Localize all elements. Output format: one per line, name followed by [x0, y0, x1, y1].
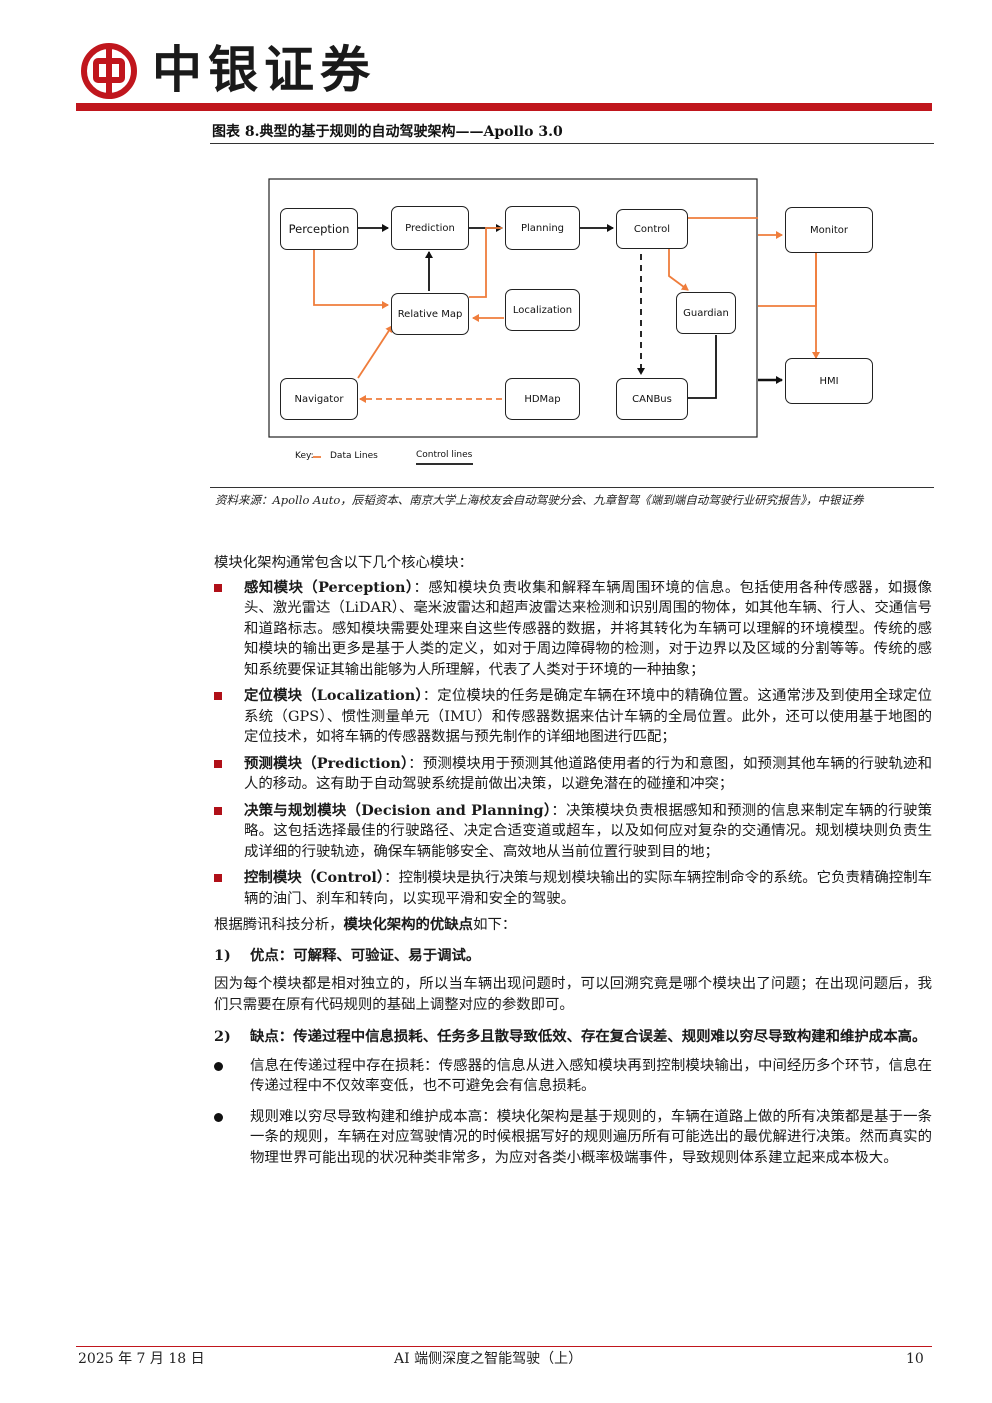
node-relative-map: Relative Map [391, 293, 469, 335]
node-planning: Planning [505, 206, 580, 250]
pros-heading-text: 优点：可解释、可验证、易于调试。 [250, 946, 481, 964]
square-bullet-icon [214, 692, 222, 700]
module-head: 决策与规划模块（Decision and Planning） [244, 801, 552, 819]
line-relativemap-planning [469, 227, 502, 298]
diagram-frame [268, 178, 758, 438]
key-control-lines: Control lines [416, 450, 473, 460]
module-text: ：感知模块负责收集和解释车辆周围环境的信息。包括使用各种传感器，如摄像头、激光雷… [244, 579, 932, 678]
node-guardian: Guardian [676, 292, 736, 334]
pros-heading: 1) 优点：可解释、可验证、易于调试。 [214, 946, 932, 967]
intro-paragraph: 模块化架构通常包含以下几个核心模块： [214, 555, 474, 571]
node-navigator: Navigator [280, 378, 358, 420]
module-text: ：控制模块是执行决策与规划模块输出的实际车辆控制命令的系统。它负责精确控制车辆的… [244, 870, 933, 907]
figure-source: 资料来源：Apollo Auto，辰韬资本、南京大学上海校友会自动驾驶分会、九章… [215, 493, 864, 507]
module-text: ：定位模块的任务是确定车辆在环境中的精确位置。这通常涉及到使用全球定位系统（GP… [244, 688, 932, 745]
line-navigator-relativemap [357, 325, 393, 379]
analysis-paragraph: 根据腾讯科技分析，模块化架构的优缺点如下： [214, 915, 932, 936]
module-head: 感知模块（Perception） [244, 578, 414, 596]
figure-top-rule [210, 143, 934, 144]
module-head: 控制模块（Control） [244, 869, 385, 886]
cons-heading-text: 缺点：传递过程中信息损耗、任务多且散导致低效、存在复合误差、规则难以穷尽导致构建… [250, 1028, 927, 1045]
figure-bottom-rule [210, 487, 934, 488]
analysis-pre: 根据腾讯科技分析， [214, 917, 344, 933]
outer-connectors [758, 231, 820, 384]
body-text: 模块化架构通常包含以下几个核心模块： 感知模块（Perception）：感知模块… [214, 553, 932, 1178]
pros-number: 1) [214, 946, 231, 964]
cons-item-text: 信息在传递过程中存在损耗：传感器的信息从进入感知模块再到控制模块输出，中间经历多… [250, 1057, 932, 1095]
cons-item-text: 规则难以穷尽导致构建和维护成本高：模块化架构是基于规则的，车辆在道路上做的所有决… [250, 1108, 932, 1166]
node-control: Control [616, 209, 688, 249]
apollo-architecture-diagram: Perception Prediction Planning Control R… [268, 178, 758, 478]
node-localization: Localization [505, 289, 580, 331]
page-header: 中银证券 [0, 0, 992, 120]
module-head: 预测模块（Prediction） [244, 754, 409, 772]
module-text: ：预测模块用于预测其他道路使用者的行为和意图，如预测其他车辆的行驶轨迹和人的移动… [244, 755, 932, 793]
cons-heading: 2) 缺点：传递过程中信息损耗、任务多且散导致低效、存在复合误差、规则难以穷尽导… [214, 1027, 932, 1048]
node-perception: Perception [280, 208, 358, 250]
node-hdmap: HDMap [505, 378, 580, 420]
module-item: 感知模块（Perception）：感知模块负责收集和解释车辆周围环境的信息。包括… [214, 578, 932, 681]
page-number: 10 [906, 1351, 924, 1367]
line-control-guardian [668, 244, 689, 291]
module-item: 预测模块（Prediction）：预测模块用于预测其他道路使用者的行为和意图，如… [214, 754, 932, 795]
node-monitor: Monitor [785, 207, 873, 253]
module-item: 定位模块（Localization）：定位模块的任务是确定车辆在环境中的精确位置… [214, 686, 932, 748]
key-data-lines: Data Lines [330, 451, 378, 461]
round-bullet-icon [214, 1061, 223, 1071]
cons-item: 规则难以穷尽导致构建和维护成本高：模块化架构是基于规则的，车辆在道路上做的所有决… [214, 1107, 932, 1169]
diagram-connectors [268, 178, 758, 465]
module-text: ：决策模块负责根据感知和预测的信息来制定车辆的行驶策略。这包括选择最佳的行驶路径… [244, 802, 932, 860]
line-monitor-guardian [758, 253, 817, 307]
cons-item: 信息在传递过程中存在损耗：传感器的信息从进入感知模块再到控制模块输出，中间经历多… [214, 1056, 932, 1097]
analysis-post: 如下： [473, 917, 517, 933]
diagram-outer-nodes: Monitor HMI [758, 178, 928, 478]
cons-number: 2) [214, 1028, 231, 1045]
brand-name: 中银证券 [152, 41, 376, 99]
pros-paragraph: 因为每个模块都是相对独立的，所以当车辆出现问题时，可以回溯究竟是哪个模块出了问题… [214, 976, 932, 1013]
line-perception-relativemap [313, 250, 389, 309]
footer-rule [76, 1346, 932, 1347]
node-prediction: Prediction [391, 206, 469, 250]
key-label: Key: [295, 451, 314, 461]
analysis-bold: 模块化架构的优缺点 [343, 916, 474, 933]
square-bullet-icon [214, 874, 222, 882]
figure-title: 图表 8.典型的基于规则的自动驾驶架构——Apollo 3.0 [212, 124, 563, 140]
square-bullet-icon [214, 759, 222, 768]
node-canbus: CANBus [616, 378, 688, 420]
module-item: 决策与规划模块（Decision and Planning）：决策模块负责根据感… [214, 801, 932, 863]
header-accent-bar [76, 103, 932, 111]
node-hmi: HMI [785, 358, 873, 404]
square-bullet-icon [214, 583, 222, 592]
footer-date: 2025 年 7 月 18 日 [78, 1351, 205, 1367]
module-item: 控制模块（Control）：控制模块是执行决策与规划模块输出的实际车辆控制命令的… [214, 868, 932, 909]
footer-title: AI 端侧深度之智能驾驶（上） [394, 1351, 583, 1367]
bank-of-china-logo-icon [81, 43, 137, 99]
square-bullet-icon [214, 806, 222, 815]
module-head: 定位模块（Localization） [244, 687, 423, 704]
round-bullet-icon [214, 1112, 223, 1122]
